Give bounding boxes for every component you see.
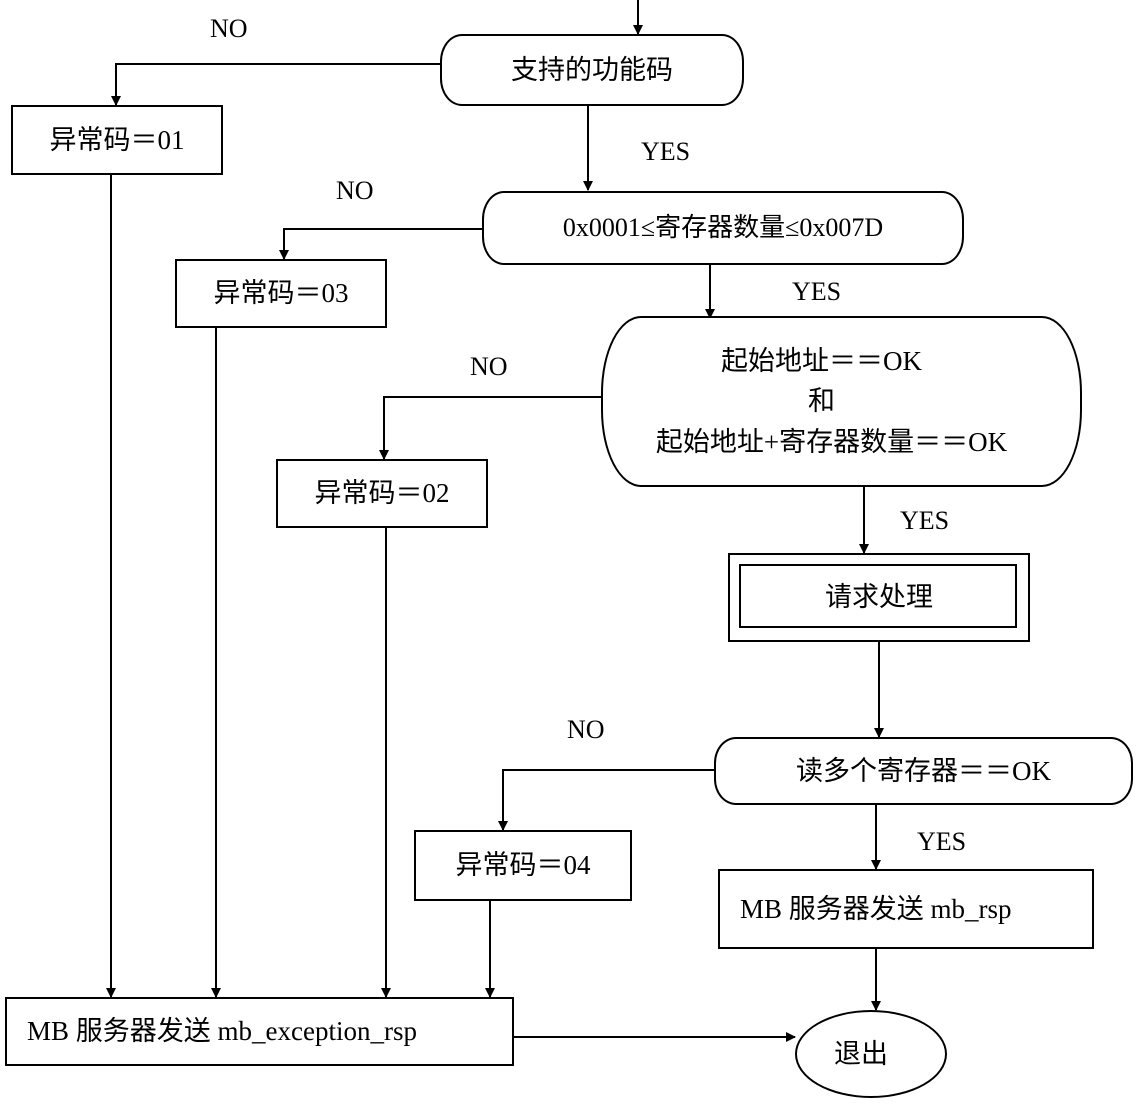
function-code-decision: 支持的功能码 [440, 34, 744, 106]
address-decision: 起始地址＝＝OK 和 起始地址+寄存器数量＝＝OK [601, 316, 1082, 487]
edge-register-no [279, 228, 484, 260]
edge-read-no [498, 769, 715, 831]
register-count-decision: 0x0001≤寄存器数量≤0x007D [482, 191, 964, 265]
exception-03-box: 异常码＝03 [175, 259, 387, 328]
address-check-line2: 和 [808, 386, 835, 417]
function-code-text: 支持的功能码 [511, 54, 673, 85]
send-response-text: MB 服务器发送 mb_rsp [740, 893, 1012, 924]
edge-function-no [111, 63, 440, 106]
label-yes-read: YES [917, 827, 967, 856]
label-no-address: NO [470, 352, 508, 381]
send-exception-box: MB 服务器发送 mb_exception_rsp [5, 997, 514, 1066]
process-request-inner-border [739, 564, 1017, 628]
read-registers-decision: 读多个寄存器＝＝OK [714, 737, 1133, 805]
exception-02-box: 异常码＝02 [276, 459, 488, 528]
exit-text: 退出 [834, 1038, 888, 1069]
edge-address-no [379, 396, 602, 460]
send-response-box: MB 服务器发送 mb_rsp [718, 869, 1094, 949]
exception-04-box: 异常码＝04 [414, 830, 632, 901]
address-check-line3: 起始地址+寄存器数量＝＝OK [655, 426, 1008, 457]
exception-02-text: 异常码＝02 [314, 478, 450, 509]
label-no-function: NO [210, 14, 248, 43]
process-request-box: 请求处理 [728, 553, 1030, 642]
exit-terminal: 退出 [795, 1010, 947, 1098]
label-no-register: NO [336, 176, 374, 205]
exception-03-text: 异常码＝03 [213, 278, 349, 309]
register-count-text: 0x0001≤寄存器数量≤0x007D [562, 213, 884, 243]
label-yes-function: YES [641, 137, 691, 166]
label-yes-register: YES [792, 277, 842, 306]
process-request-text: 请求处理 [825, 582, 933, 613]
label-yes-address: YES [900, 506, 950, 535]
exception-04-text: 异常码＝04 [455, 850, 591, 881]
label-no-read: NO [567, 715, 605, 744]
exception-01-box: 异常码＝01 [11, 105, 223, 175]
send-exception-text: MB 服务器发送 mb_exception_rsp [27, 1016, 417, 1047]
exception-01-text: 异常码＝01 [49, 124, 185, 155]
read-registers-text: 读多个寄存器＝＝OK [796, 755, 1051, 786]
address-check-line1: 起始地址＝＝OK [721, 345, 922, 376]
